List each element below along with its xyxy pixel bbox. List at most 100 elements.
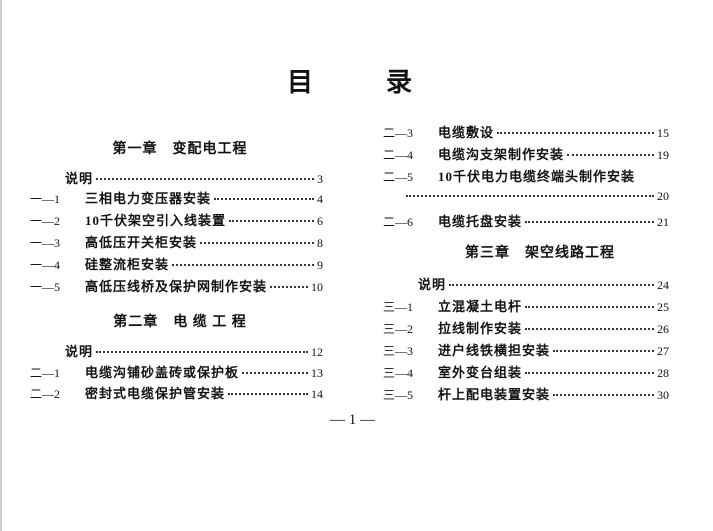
toc-title-char-2: 录 xyxy=(386,68,413,97)
dot-leader xyxy=(406,195,654,197)
page-edge xyxy=(0,0,2,531)
entry-title: 立混凝土电杆 xyxy=(438,299,523,314)
toc-title-char-1: 目 xyxy=(287,68,314,97)
toc-entry[interactable]: 一—1 三相电力变压器安装 4 xyxy=(30,188,323,206)
entry-title: 进户线铁横担安装 xyxy=(438,343,551,358)
entry-number: 三—4 xyxy=(383,366,414,380)
toc-entry[interactable]: 一—5 高低压线桥及保护网制作安装 10 xyxy=(30,276,323,294)
entry-page: 30 xyxy=(657,388,669,402)
dot-leader xyxy=(449,284,654,286)
entry-number: 一—3 xyxy=(30,236,61,250)
entry-number: 二—5 xyxy=(383,170,414,184)
entry-page: 28 xyxy=(657,366,669,380)
dot-leader xyxy=(96,178,314,180)
entry-page: 6 xyxy=(317,214,323,228)
dot-leader xyxy=(497,132,654,134)
toc-entry[interactable]: 说明 3 xyxy=(65,168,323,186)
entry-title: 硅整流柜安装 xyxy=(85,257,170,272)
entry-page: 26 xyxy=(657,322,669,336)
dot-leader xyxy=(172,264,314,266)
toc-entry[interactable]: 一—2 10千伏架空引入线装置 6 xyxy=(30,210,323,228)
entry-title: 说明 xyxy=(65,171,94,186)
toc-entry[interactable]: 三—1 立混凝土电杆 25 xyxy=(383,296,669,314)
dot-leader xyxy=(525,372,654,374)
entry-page: 19 xyxy=(657,148,669,162)
toc-entry[interactable]: 二—2 密封式电缆保护管安装 14 xyxy=(30,383,323,401)
entry-title: 说明 xyxy=(65,344,94,359)
dot-leader xyxy=(228,393,308,395)
entry-page: 15 xyxy=(657,126,669,140)
entry-page: 21 xyxy=(657,215,669,229)
entry-number: 二—4 xyxy=(383,148,414,162)
entry-title: 拉线制作安装 xyxy=(438,321,523,336)
chapter-3-heading: 第三章 架空线路工程 xyxy=(465,246,615,261)
toc-entry[interactable]: 二—3 电缆敷设 15 xyxy=(383,122,669,140)
toc-entry[interactable]: 三—4 室外变台组装 28 xyxy=(383,362,669,380)
entry-page: 13 xyxy=(311,366,323,380)
entry-title: 10千伏电力电缆终端头制作安装 xyxy=(438,169,636,184)
dot-leader xyxy=(214,198,314,200)
dot-leader xyxy=(525,328,654,330)
entry-page: 20 xyxy=(657,189,669,203)
entry-number: 二—2 xyxy=(30,387,61,401)
chapter-2-heading: 第二章 电 缆 工 程 xyxy=(113,315,247,330)
entry-page: 4 xyxy=(317,192,323,206)
entry-title: 电缆沟支架制作安装 xyxy=(438,147,565,162)
entry-number: 一—1 xyxy=(30,192,61,206)
toc-entry[interactable]: 二—1 电缆沟铺砂盖砖或保护板 13 xyxy=(30,362,323,380)
entry-title: 密封式电缆保护管安装 xyxy=(85,386,226,401)
page-number: — 1 — xyxy=(330,412,375,428)
entry-number: 三—2 xyxy=(383,322,414,336)
entry-page: 3 xyxy=(317,172,323,186)
toc-entry[interactable]: 二—5 10千伏电力电缆终端头制作安装 xyxy=(383,166,669,184)
toc-entry[interactable]: 三—5 杆上配电装置安装 30 xyxy=(383,384,669,402)
toc-entry[interactable]: 二—6 电缆托盘安装 21 xyxy=(383,211,669,229)
entry-title: 高低压线桥及保护网制作安装 xyxy=(85,279,268,294)
entry-number: 二—3 xyxy=(383,126,414,140)
dot-leader xyxy=(525,306,654,308)
entry-page: 12 xyxy=(311,345,323,359)
toc-entry[interactable]: 三—2 拉线制作安装 26 xyxy=(383,318,669,336)
dot-leader xyxy=(553,350,654,352)
dot-leader xyxy=(242,372,308,374)
entry-number: 一—5 xyxy=(30,280,61,294)
dot-leader xyxy=(200,242,314,244)
toc-entry[interactable]: 说明 24 xyxy=(418,274,669,292)
dot-leader xyxy=(229,220,314,222)
dot-leader xyxy=(525,221,654,223)
entry-page: 8 xyxy=(317,236,323,250)
entry-title: 高低压开关柜安装 xyxy=(85,235,198,250)
toc-entry[interactable]: 二—4 电缆沟支架制作安装 19 xyxy=(383,144,669,162)
entry-page: 25 xyxy=(657,300,669,314)
entry-title: 杆上配电装置安装 xyxy=(438,387,551,402)
entry-title: 10千伏架空引入线装置 xyxy=(85,213,227,228)
entry-title: 说明 xyxy=(418,277,447,292)
chapter-1-heading: 第一章 变配电工程 xyxy=(112,142,248,157)
entry-page: 14 xyxy=(311,387,323,401)
toc-entry[interactable]: 一—3 高低压开关柜安装 8 xyxy=(30,232,323,250)
dot-leader xyxy=(270,286,308,288)
dot-leader xyxy=(567,154,654,156)
entry-number: 三—3 xyxy=(383,344,414,358)
entry-number: 二—1 xyxy=(30,366,61,380)
entry-page: 9 xyxy=(317,258,323,272)
entry-number: 一—4 xyxy=(30,258,61,272)
entry-page: 24 xyxy=(657,278,669,292)
toc-entry[interactable]: 20 xyxy=(403,189,669,207)
entry-title: 电缆敷设 xyxy=(438,125,495,140)
dot-leader xyxy=(96,351,308,353)
entry-title: 三相电力变压器安装 xyxy=(85,191,212,206)
entry-number: 二—6 xyxy=(383,215,414,229)
dot-leader xyxy=(553,394,654,396)
toc-entry[interactable]: 说明 12 xyxy=(65,341,323,359)
toc-entry[interactable]: 三—3 进户线铁横担安装 27 xyxy=(383,340,669,358)
toc-entry[interactable]: 一—4 硅整流柜安装 9 xyxy=(30,254,323,272)
entry-title: 电缆托盘安装 xyxy=(438,214,523,229)
entry-page: 27 xyxy=(657,344,669,358)
entry-number: 三—1 xyxy=(383,300,414,314)
entry-title: 室外变台组装 xyxy=(438,365,523,380)
entry-number: 三—5 xyxy=(383,388,414,402)
entry-number: 一—2 xyxy=(30,214,61,228)
entry-title: 电缆沟铺砂盖砖或保护板 xyxy=(85,365,240,380)
entry-page: 10 xyxy=(311,280,323,294)
